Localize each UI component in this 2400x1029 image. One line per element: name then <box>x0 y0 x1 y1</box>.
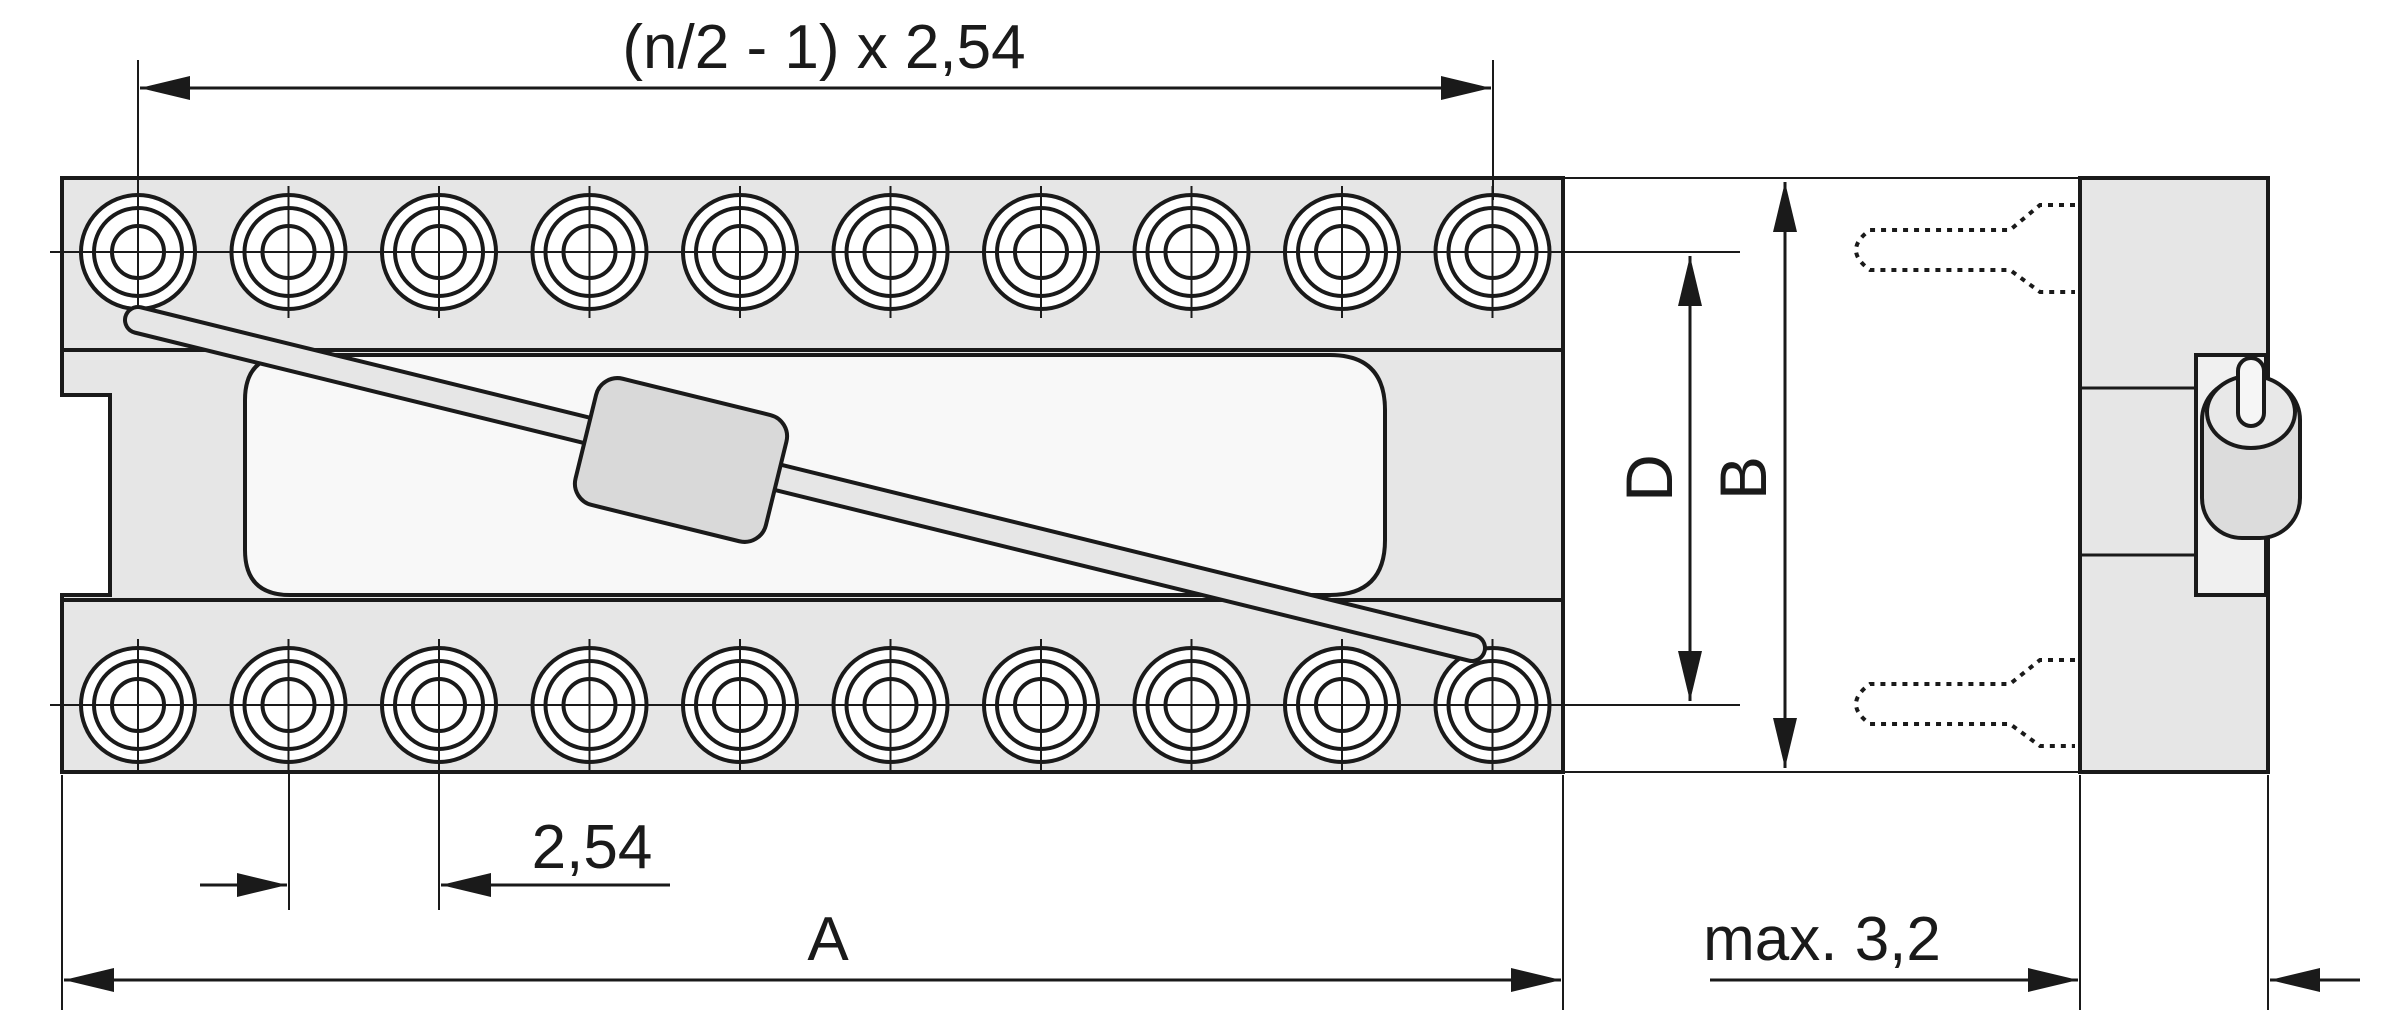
span-label: (n/2 - 1) x 2,54 <box>622 13 1025 82</box>
length-label: A <box>807 905 849 974</box>
decoupling-capacitor <box>123 305 1487 663</box>
pitch-label: 2,54 <box>532 813 653 882</box>
capacitor-lead-fill <box>127 309 1483 659</box>
height-max-label: max. 3,2 <box>1703 905 1941 974</box>
top-pin-outline-dotted <box>1854 203 2075 294</box>
socket-top-view <box>50 176 1740 774</box>
row-spacing-label: D <box>1612 454 1686 502</box>
dimensions <box>61 60 2360 1010</box>
bottom-pin-outline-dotted <box>1854 658 2075 748</box>
capacitor-body <box>572 376 790 544</box>
socket-side-view <box>1854 176 2302 774</box>
body-width-label: B <box>1706 456 1780 500</box>
side-capacitor-lead <box>2236 356 2266 428</box>
